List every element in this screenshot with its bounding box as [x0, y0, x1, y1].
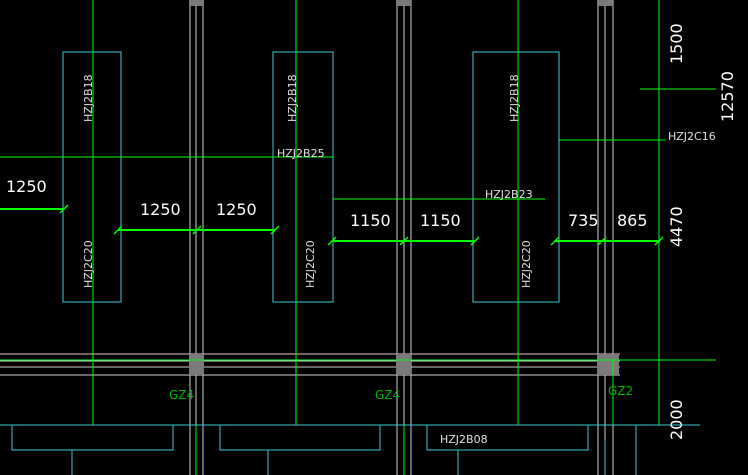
label-hzj2b23: HZJ2B23 — [485, 188, 533, 201]
label-hzj2c20-2: HZJ2C20 — [304, 240, 317, 288]
dim-12570: 12570 — [718, 71, 737, 122]
wall-lines — [0, 0, 620, 475]
label-gz4-2: GZ4 — [375, 388, 400, 402]
label-gz2: GZ2 — [608, 384, 633, 398]
dim-735: 735 — [568, 211, 599, 230]
dim-1150-a: 1150 — [350, 211, 391, 230]
label-hzj2b18-3: HZJ2B18 — [508, 74, 521, 122]
label-gz4-1: GZ4 — [169, 388, 194, 402]
dim-4470: 4470 — [667, 206, 686, 247]
member-box-2 — [272, 51, 334, 303]
column-gz4-1 — [189, 354, 204, 375]
label-hzj2b18-1: HZJ2B18 — [82, 74, 95, 122]
column-top-3 — [597, 0, 613, 6]
label-hzj2b08: HZJ2B08 — [440, 433, 488, 446]
dim-865: 865 — [617, 211, 648, 230]
member-labels: HZJ2B18 HZJ2B18 HZJ2B18 HZJ2C20 HZJ2C20 … — [82, 74, 716, 446]
label-hzj2b18-2: HZJ2B18 — [286, 74, 299, 122]
member-box-1 — [62, 51, 122, 303]
green-reference-lines — [0, 0, 716, 475]
dim-1500: 1500 — [667, 23, 686, 64]
label-hzj2c16: HZJ2C16 — [668, 130, 716, 143]
dim-1150-b: 1150 — [420, 211, 461, 230]
label-hzj2b25: HZJ2B25 — [277, 147, 325, 160]
label-hzj2c20-1: HZJ2C20 — [82, 240, 95, 288]
column-top-1 — [189, 0, 204, 6]
column-top-2 — [396, 0, 411, 6]
dim-1250-a: 1250 — [140, 200, 181, 219]
dim-1250-left: 1250 — [6, 177, 47, 196]
dim-2000: 2000 — [667, 399, 686, 440]
column-gz2 — [597, 354, 619, 375]
cyan-members — [0, 51, 700, 475]
member-box-3 — [472, 51, 560, 303]
dimension-values: 1250 1250 1250 1150 1150 735 865 1500 12… — [6, 23, 737, 440]
dimension-chains — [0, 208, 660, 242]
label-hzj2c20-3: HZJ2C20 — [520, 240, 533, 288]
column-gz4-2 — [396, 354, 411, 375]
dimension-ticks — [59, 204, 664, 246]
dim-1250-b: 1250 — [216, 200, 257, 219]
column-labels: GZ4 GZ4 GZ2 — [169, 384, 633, 402]
